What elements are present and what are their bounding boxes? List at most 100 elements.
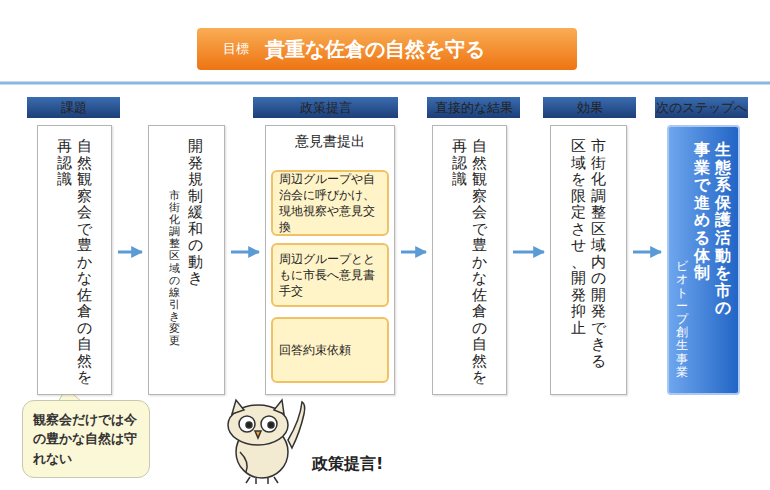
vertical-char: を xyxy=(470,369,490,386)
vertical-char: 変 xyxy=(168,323,182,335)
vertical-char: で xyxy=(692,176,713,194)
node-text: 意見書提出 xyxy=(266,126,394,151)
vertical-char: の xyxy=(589,270,609,287)
vertical-char: 整 xyxy=(168,238,182,250)
vertical-char: 自 xyxy=(470,138,490,155)
vertical-char: 更 xyxy=(168,335,182,347)
vertical-char: 再 xyxy=(55,138,75,155)
vertical-char: 然 xyxy=(75,155,95,172)
speech-bubble: 観察会だけでは今の豊かな自然は守れない xyxy=(22,400,150,478)
vertical-char: 豊 xyxy=(470,237,490,254)
column-header: 直接的な結果 xyxy=(427,97,520,118)
issue-box: 開発規制緩和の動き市街化調整区域の線引き変更 xyxy=(148,125,225,395)
result-box: 自然観察会で豊かな佐倉の自然を再認識 xyxy=(432,125,507,395)
flow-arrow xyxy=(401,251,426,254)
vertical-char: 街 xyxy=(589,155,609,172)
next-step-box: 生態系保護活動を市の事業で進める体制ビオトープ創生事業 xyxy=(667,125,740,395)
vertical-char: 域 xyxy=(569,155,589,172)
action-box: 周辺グループとともに市長へ意見書手交 xyxy=(271,243,389,307)
vertical-char: 系 xyxy=(712,176,733,194)
vertical-char: 緩 xyxy=(186,204,206,221)
vertical-char: る xyxy=(692,229,713,247)
column-header: 課題 xyxy=(27,97,120,118)
column-header: 次のステップへ xyxy=(655,97,748,118)
node-text: 目標 xyxy=(223,40,249,58)
vertical-char: 抑 xyxy=(569,303,589,320)
vertical-char: 調 xyxy=(589,188,609,205)
vertical-char: か xyxy=(75,254,95,271)
vertical-char: 内 xyxy=(589,254,609,271)
vertical-char: か xyxy=(470,254,490,271)
vertical-char: 事 xyxy=(692,141,713,159)
vertical-char: を xyxy=(569,171,589,188)
vertical-char: 規 xyxy=(186,171,206,188)
vertical-char: 佐 xyxy=(75,287,95,304)
proposal-box: 意見書提出周辺グループや自治会に呼びかけ、現地視察や意見交換周辺グループとともに… xyxy=(265,125,395,395)
vertical-char: 会 xyxy=(470,204,490,221)
node-text: 回答約束依頼 xyxy=(279,342,351,358)
node-text: 観察会だけでは今の豊かな自然は守れない xyxy=(33,410,139,469)
vertical-char: 識 xyxy=(450,171,470,188)
vertical-text: 開発規制緩和の動き xyxy=(186,138,206,287)
vertical-char: 開 xyxy=(589,287,609,304)
node-text: 周辺グループとともに市長へ意見書手交 xyxy=(279,251,381,300)
vertical-char: せ xyxy=(569,237,589,254)
action-box: 周辺グループや自治会に呼びかけ、現地視察や意見交換 xyxy=(271,170,389,236)
vertical-char: 認 xyxy=(55,155,75,172)
vertical-char: で xyxy=(470,221,490,238)
vertical-char: 区 xyxy=(569,138,589,155)
vertical-char: 動 xyxy=(712,247,733,265)
vertical-char: 引 xyxy=(168,299,182,311)
node-text: 課題 xyxy=(61,99,87,117)
vertical-char: 生 xyxy=(674,339,690,352)
vertical-text: 自然観察会で豊かな佐倉の自然を再認識 xyxy=(450,138,489,386)
vertical-char: 事 xyxy=(674,353,690,366)
vertical-char: 市 xyxy=(168,190,182,202)
vertical-char: 識 xyxy=(55,171,75,188)
vertical-char: 定 xyxy=(569,204,589,221)
vertical-char: 業 xyxy=(674,366,690,379)
node-text: 政策提言 xyxy=(300,99,352,117)
vertical-char: 保 xyxy=(712,194,733,212)
vertical-char: の xyxy=(470,320,490,337)
vertical-char: 再 xyxy=(450,138,470,155)
vertical-char: 化 xyxy=(589,171,609,188)
vertical-char: ー xyxy=(674,300,690,313)
node-text: 効果 xyxy=(577,99,603,117)
vertical-char: き xyxy=(589,336,609,353)
vertical-char: 観 xyxy=(75,171,95,188)
vertical-char: 制 xyxy=(692,264,713,282)
flow-arrow xyxy=(231,251,259,254)
vertical-char: 域 xyxy=(589,237,609,254)
vertical-char: を xyxy=(75,369,95,386)
vertical-char: 業 xyxy=(692,159,713,177)
vertical-char: き xyxy=(168,311,182,323)
vertical-char: 発 xyxy=(186,155,206,172)
flow-arrow xyxy=(633,251,661,254)
flow-arrow xyxy=(118,251,142,254)
vertical-char: 、 xyxy=(569,254,589,271)
vertical-char: で xyxy=(75,221,95,238)
vertical-text: 自然観察会で豊かな佐倉の自然を再認識 xyxy=(55,138,94,386)
vertical-char: 然 xyxy=(470,353,490,370)
vertical-char: 察 xyxy=(75,188,95,205)
vertical-char: な xyxy=(75,270,95,287)
caption-label: 政策提言! xyxy=(312,454,383,475)
vertical-char: さ xyxy=(569,221,589,238)
vertical-char: 倉 xyxy=(470,303,490,320)
vertical-char: 護 xyxy=(712,211,733,229)
vertical-char: 調 xyxy=(168,226,182,238)
vertical-char: な xyxy=(470,270,490,287)
vertical-char: 開 xyxy=(186,138,206,155)
vertical-char: 化 xyxy=(168,214,182,226)
action-box: 回答約束依頼 xyxy=(271,317,389,383)
vertical-char: ト xyxy=(674,287,690,300)
vertical-char: 域 xyxy=(168,263,182,275)
vertical-char: 制 xyxy=(186,188,206,205)
vertical-char: 生 xyxy=(712,141,733,159)
vertical-char: 発 xyxy=(589,303,609,320)
vertical-char: 動 xyxy=(186,254,206,271)
vertical-char: 区 xyxy=(168,250,182,262)
vertical-char: 発 xyxy=(569,287,589,304)
vertical-char: 自 xyxy=(75,336,95,353)
